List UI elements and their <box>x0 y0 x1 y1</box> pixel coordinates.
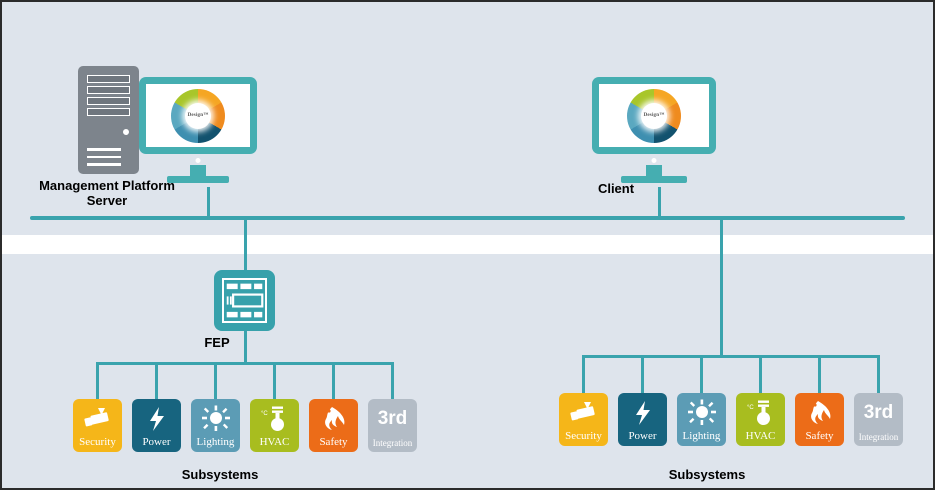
drop-to-tile <box>332 362 335 399</box>
drop-to-tile <box>641 355 644 393</box>
subsystem-tile-security[interactable]: Security <box>73 399 122 452</box>
tile-label: Security <box>565 430 602 442</box>
thermometer-icon: °C <box>250 404 299 434</box>
drop-to-tile <box>155 362 158 399</box>
fep-label: FEP <box>204 335 230 350</box>
flame-icon <box>309 404 358 434</box>
cctv-camera-icon <box>73 404 122 434</box>
fep-faceplate <box>222 278 267 323</box>
logo-center-text: Design™ <box>187 113 209 118</box>
client-monitor-icon: Design™ <box>592 77 716 183</box>
vent-slot <box>87 148 121 151</box>
fep-to-distribution-connector <box>244 331 247 364</box>
drive-bay <box>87 75 130 83</box>
tile-label: Integration <box>858 432 899 442</box>
server-monitor-icon: Design™ <box>139 77 257 183</box>
third-party-badge: 3rd <box>863 402 894 423</box>
light-bulb-sun-icon <box>677 398 726 428</box>
logo-center-text: Design™ <box>643 113 665 118</box>
drop-to-tile <box>273 362 276 399</box>
monitor-neck <box>646 165 662 179</box>
subsystem-tile-lighting[interactable]: Lighting <box>677 393 726 446</box>
tile-label: Safety <box>319 436 348 448</box>
right-distribution-bar <box>582 355 878 358</box>
server-label: Management Platform Server <box>39 178 175 208</box>
drop-to-tile <box>759 355 762 393</box>
bus-to-fep-connector <box>244 218 247 270</box>
tile-label: Security <box>79 436 116 448</box>
vent-slots <box>87 148 121 171</box>
tile-label: Lighting <box>196 436 235 448</box>
vent-slot <box>87 155 121 158</box>
zone-separator-band <box>2 235 933 254</box>
light-bulb-sun-icon <box>191 404 240 434</box>
drop-to-tile <box>700 355 703 393</box>
subsystem-tile-power[interactable]: Power <box>132 399 181 452</box>
subsystem-tile-safety[interactable]: Safety <box>795 393 844 446</box>
tile-label: Integration <box>372 438 413 448</box>
subsystem-tile-lighting[interactable]: Lighting <box>191 399 240 452</box>
platform-logo-donut: Design™ <box>627 88 681 143</box>
subsystem-tile-power[interactable]: Power <box>618 393 667 446</box>
drop-to-tile <box>96 362 99 399</box>
subsystem-tile-hvac[interactable]: °C HVAC <box>736 393 785 446</box>
left-subsystems-label: Subsystems <box>181 467 259 482</box>
tile-label: Safety <box>805 430 834 442</box>
subsystem-tile-integration[interactable]: 3rd Integration <box>368 399 417 452</box>
subsystem-tile-security[interactable]: Security <box>559 393 608 446</box>
drive-bay <box>87 108 130 116</box>
server-to-bus-connector <box>207 187 210 218</box>
drop-to-tile <box>582 355 585 393</box>
network-bus-line <box>30 216 905 220</box>
power-led-icon <box>123 129 129 135</box>
tile-label: HVAC <box>745 430 776 442</box>
drive-bay <box>87 97 130 105</box>
drop-to-tile <box>818 355 821 393</box>
server-tower-icon <box>78 66 139 174</box>
tile-label: HVAC <box>259 436 290 448</box>
platform-logo-donut: Design™ <box>171 88 225 143</box>
network-controller-icon <box>226 283 264 318</box>
third-party-badge: 3rd <box>377 408 408 429</box>
lightning-bolt-icon <box>132 404 181 434</box>
third-party-icon: 3rd <box>854 398 903 428</box>
tile-label: Power <box>628 430 657 442</box>
svg-text:°C: °C <box>261 411 268 417</box>
monitor-led-icon <box>651 158 657 163</box>
left-distribution-bar <box>96 362 392 365</box>
lightning-bolt-icon <box>618 398 667 428</box>
monitor-base <box>621 176 687 183</box>
fep-device-icon <box>214 270 275 331</box>
subsystem-tile-integration[interactable]: 3rd Integration <box>854 393 903 446</box>
drop-to-tile <box>391 362 394 399</box>
drop-to-tile <box>877 355 880 393</box>
drop-to-tile <box>214 362 217 399</box>
monitor-base <box>167 176 229 183</box>
flame-icon <box>795 398 844 428</box>
drive-bay <box>87 86 130 94</box>
tile-label: Power <box>142 436 171 448</box>
cctv-camera-icon <box>559 398 608 428</box>
right-subsystems-label: Subsystems <box>668 467 746 482</box>
monitor-led-icon <box>195 158 201 163</box>
thermometer-icon: °C <box>736 398 785 428</box>
svg-text:°C: °C <box>747 405 754 411</box>
client-label: Client <box>597 181 635 196</box>
client-to-bus-connector <box>658 187 661 218</box>
monitor-neck <box>190 165 206 179</box>
subsystem-tile-hvac[interactable]: °C HVAC <box>250 399 299 452</box>
bus-to-right-distribution-connector <box>720 218 723 357</box>
tile-label: Lighting <box>682 430 721 442</box>
third-party-icon: 3rd <box>368 404 417 434</box>
vent-slot <box>87 163 121 166</box>
subsystem-tile-safety[interactable]: Safety <box>309 399 358 452</box>
drive-bays <box>87 75 130 119</box>
